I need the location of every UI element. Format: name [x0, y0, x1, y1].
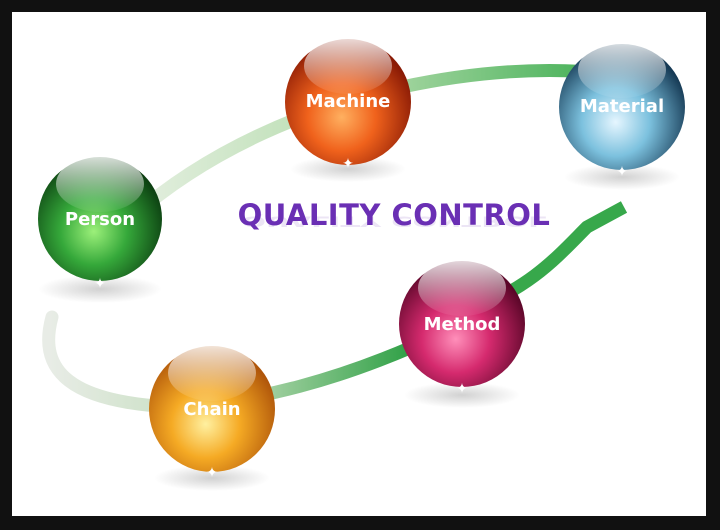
machine-label: Machine	[306, 91, 391, 112]
diagram-canvas: Person ✦ Machine ✦ Material ✦	[12, 12, 706, 516]
quality-control-diagram: Person ✦ Machine ✦ Material ✦	[38, 38, 685, 491]
chain-node: Chain ✦	[149, 345, 275, 491]
method-node: Method ✦	[399, 260, 525, 408]
material-node: Material ✦	[559, 42, 685, 190]
chain-label: Chain	[183, 399, 240, 420]
material-label: Material	[580, 96, 664, 117]
diagram-title-reflection: QUALITY CONTROL	[241, 213, 547, 230]
sparkle-icon: ✦	[94, 275, 106, 291]
sparkle-icon: ✦	[206, 464, 218, 480]
sparkle-icon: ✦	[342, 155, 354, 171]
method-label: Method	[424, 314, 501, 335]
sparkle-icon: ✦	[616, 163, 628, 179]
diagram-title: QUALITY CONTROL	[237, 198, 551, 232]
machine-node: Machine ✦	[285, 38, 411, 182]
sparkle-icon: ✦	[456, 380, 468, 396]
person-node: Person ✦	[38, 156, 162, 303]
person-label: Person	[65, 209, 135, 230]
